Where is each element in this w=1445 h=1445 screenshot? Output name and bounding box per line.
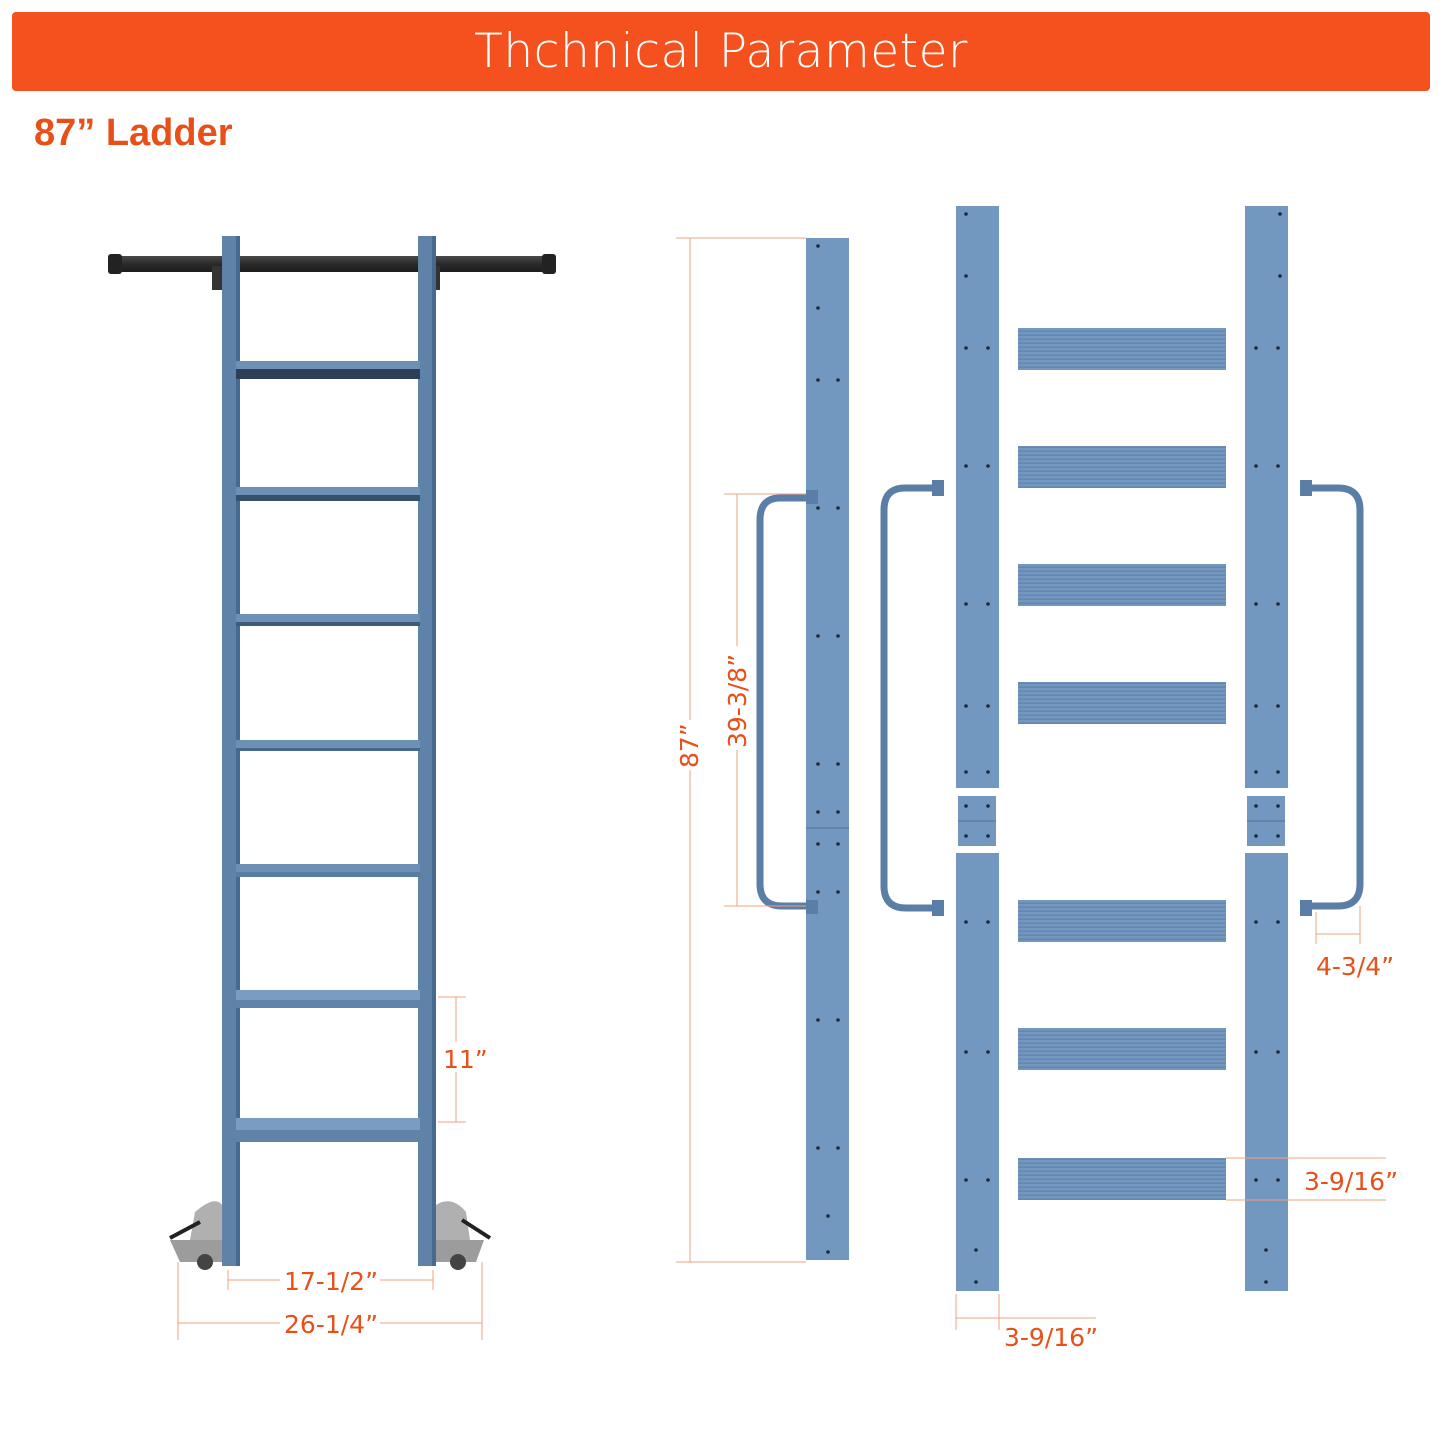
handrail-side (756, 494, 812, 910)
tread (1018, 1028, 1226, 1070)
ladder-title: 87” Ladder (34, 112, 233, 154)
rung (236, 990, 420, 1000)
header-title: Thchnical Parameter (474, 24, 968, 79)
dim-handrail-offset: 4-3/4” (1316, 952, 1394, 981)
ladder-rungs (236, 361, 420, 1142)
left-wheel (169, 1201, 222, 1270)
assembled-ladder (108, 236, 556, 1270)
dim-step-depth: 3-9/16” (1304, 1167, 1398, 1196)
dim-total-height: 87” (675, 723, 704, 768)
rung (236, 740, 420, 748)
rung (236, 487, 420, 495)
tread (1018, 900, 1226, 942)
handrail-left-part (880, 480, 944, 916)
handrail-right-part (1300, 484, 1364, 910)
left-stile (222, 236, 236, 1266)
dim-rail-width: 3-9/16” (1004, 1323, 1098, 1352)
tread (1018, 564, 1226, 606)
treads (1018, 328, 1226, 1200)
top-rail (108, 256, 556, 272)
tread (1018, 328, 1226, 370)
dim-handrail-height: 39-3/8” (723, 654, 752, 748)
header-bar: Thchnical Parameter (12, 12, 1430, 91)
right-wheel (436, 1201, 492, 1270)
tread (1018, 682, 1226, 724)
rung (236, 1118, 420, 1130)
dim-rung-spacing: 11” (443, 1045, 488, 1074)
rung (236, 864, 420, 872)
tread (1018, 446, 1226, 488)
rung (236, 361, 420, 369)
rung (236, 614, 420, 622)
right-stile (418, 236, 432, 1266)
dim-inner-width: 17-1/2” (284, 1267, 378, 1296)
side-rail-view (756, 238, 849, 1260)
right-dimension-lines (955, 906, 1386, 1330)
exploded-parts (956, 206, 1364, 1291)
dim-outer-width: 26-1/4” (284, 1310, 378, 1339)
tread (1018, 1158, 1226, 1200)
